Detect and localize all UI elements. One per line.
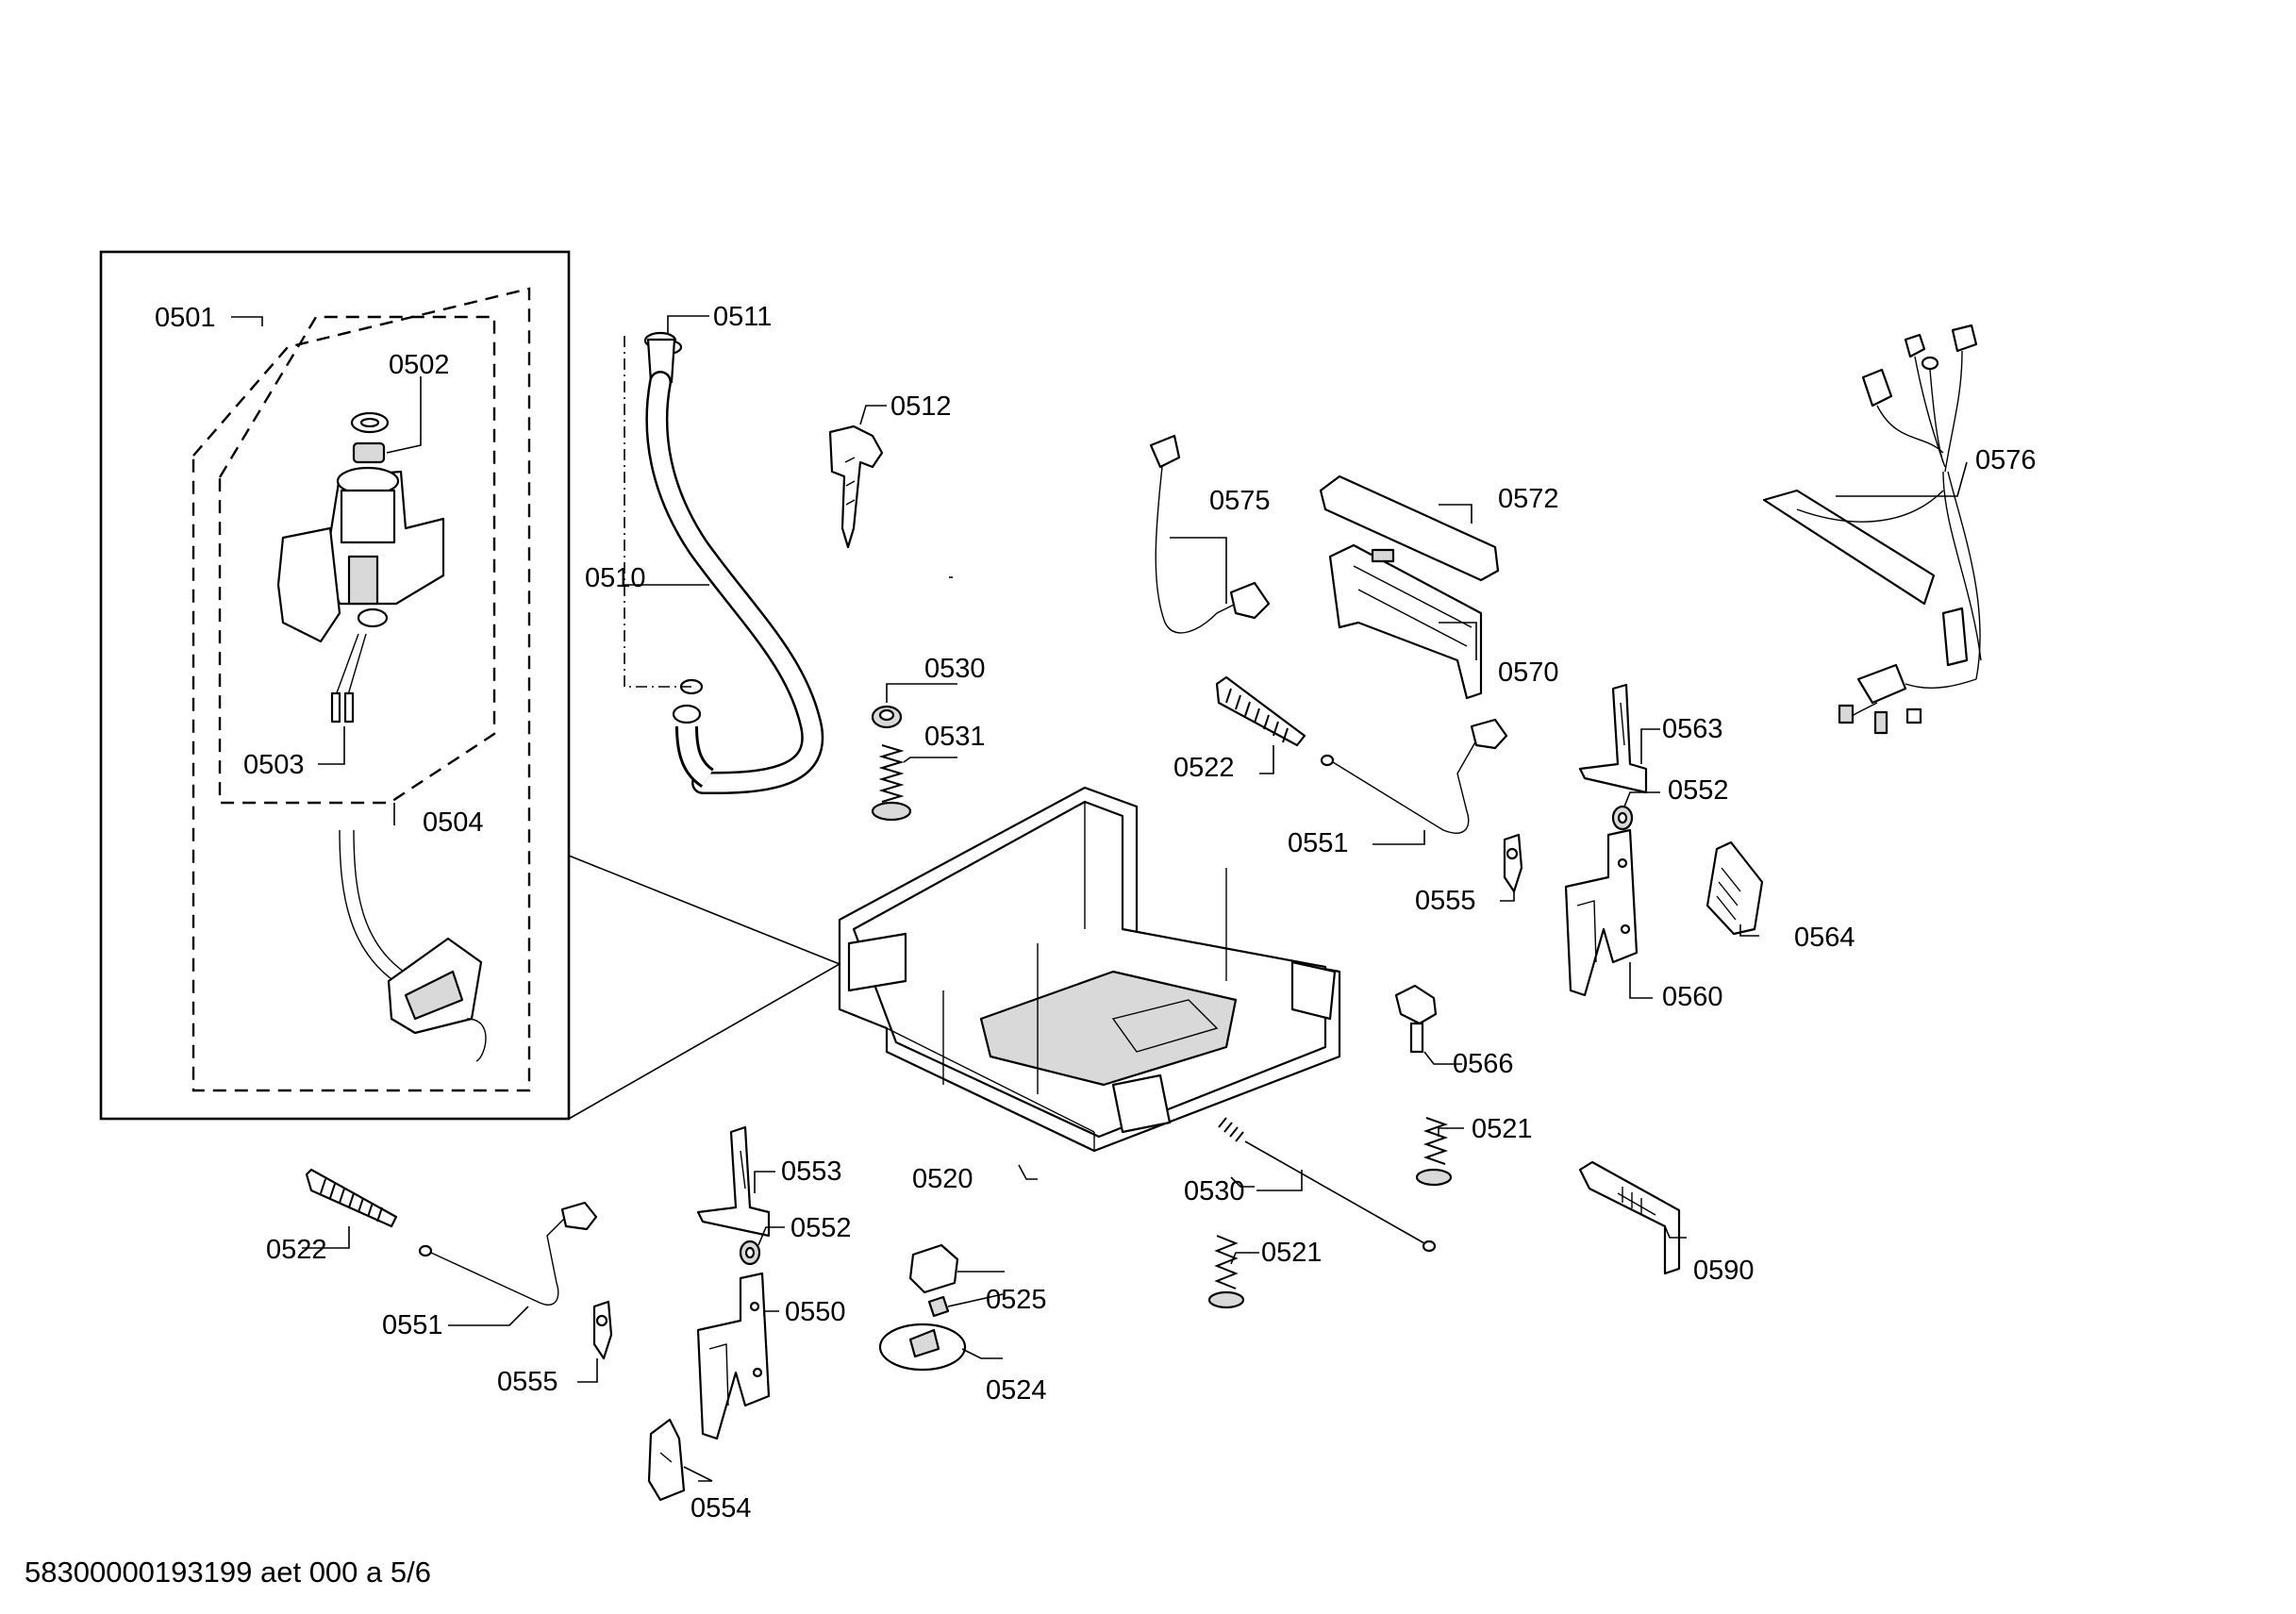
part-0521-bottom-drawing: [1207, 1235, 1245, 1309]
label-0530-bottom: 0530: [1184, 1176, 1245, 1206]
label-0511: 0511: [713, 302, 772, 332]
part-0552-right-drawing: [1611, 805, 1634, 831]
part-number-labels: 0501 0502 0503 0504 0511 0512 0510 0530 …: [155, 302, 2037, 1523]
label-0501: 0501: [155, 303, 216, 333]
label-0551-left: 0551: [382, 1310, 443, 1340]
assembly-0501-outline: [191, 287, 531, 1092]
label-0590: 0590: [1693, 1256, 1755, 1286]
label-0576: 0576: [1975, 445, 2037, 475]
assembly-0504-outline: [218, 315, 496, 805]
label-0552-left: 0552: [790, 1213, 852, 1243]
part-0576-drawing: [1762, 324, 1982, 735]
part-0531-drawing: [871, 744, 912, 822]
part-0554-drawing: [647, 1418, 686, 1502]
label-0572: 0572: [1498, 484, 1559, 514]
label-0555-left: 0555: [497, 1367, 558, 1397]
label-0552-right: 0552: [1668, 775, 1729, 806]
label-0530-top: 0530: [924, 654, 986, 684]
label-0503: 0503: [243, 750, 305, 780]
part-0520-base-frame: [838, 786, 1341, 1153]
label-0522-left: 0522: [266, 1235, 327, 1265]
part-0560-drawing: [1564, 828, 1639, 997]
part-0553-drawing: [696, 1125, 771, 1238]
part-0564-drawing: [1705, 840, 1764, 936]
part-0555-left-drawing: [592, 1300, 613, 1360]
part-0555-right-drawing: [1503, 833, 1523, 893]
label-0564: 0564: [1794, 923, 1855, 953]
label-0504: 0504: [423, 807, 484, 838]
part-0552-left-drawing: [739, 1240, 761, 1266]
label-0566: 0566: [1453, 1049, 1514, 1079]
part-0524-drawing: [878, 1323, 967, 1372]
label-0553: 0553: [781, 1156, 842, 1187]
part-0530-rod-drawing: [1218, 1117, 1437, 1253]
part-0504-drawing: [339, 829, 487, 1062]
part-0566-drawing: [1394, 984, 1438, 1054]
label-0555-right: 0555: [1415, 886, 1476, 916]
part-0525-drawing: [908, 1243, 959, 1318]
leader-lines: [231, 315, 1968, 1482]
part-0521-right-drawing: [1415, 1117, 1453, 1187]
detail-pointer-line-bottom: [568, 963, 840, 1120]
part-0550-drawing: [696, 1272, 771, 1440]
detail-inset: [99, 250, 840, 1121]
part-0502-drawing: [276, 411, 445, 724]
label-0524: 0524: [986, 1375, 1047, 1406]
label-0522-right: 0522: [1173, 753, 1235, 783]
label-0510: 0510: [585, 563, 646, 593]
label-0554: 0554: [690, 1493, 752, 1523]
part-0563-drawing: [1578, 683, 1648, 794]
label-0551-right: 0551: [1288, 828, 1349, 858]
detail-pointer-line-top: [568, 855, 840, 965]
label-0512: 0512: [890, 391, 952, 422]
label-0520: 0520: [912, 1164, 973, 1194]
part-0590-drawing: [1578, 1160, 1681, 1275]
label-0525: 0525: [986, 1285, 1047, 1315]
label-0575: 0575: [1209, 486, 1271, 516]
label-0550: 0550: [785, 1297, 846, 1327]
part-0510-drawing: [624, 336, 824, 794]
label-0531: 0531: [924, 722, 986, 752]
part-0512-drawing: [828, 424, 884, 549]
document-id-footer: 58300000193199 aet 000 a 5/6: [25, 1556, 431, 1589]
label-0560: 0560: [1662, 982, 1723, 1012]
part-0522-left-drawing: [305, 1168, 398, 1228]
label-0521-right: 0521: [1472, 1114, 1533, 1144]
label-0563: 0563: [1662, 714, 1723, 744]
label-0521-bottom: 0521: [1261, 1238, 1323, 1268]
part-0551-right-drawing: [1320, 718, 1508, 834]
label-0502: 0502: [389, 350, 450, 380]
part-0575-drawing: [1149, 434, 1271, 634]
part-0522-right-drawing: [1215, 675, 1306, 747]
part-0530-nut-drawing: [871, 705, 903, 729]
part-0551-left-drawing: [418, 1201, 598, 1306]
part-0570-drawing: [1328, 543, 1483, 700]
detail-inset-frame: [99, 250, 571, 1121]
label-0570: 0570: [1498, 657, 1559, 688]
part-0572-drawing: [1319, 474, 1500, 582]
